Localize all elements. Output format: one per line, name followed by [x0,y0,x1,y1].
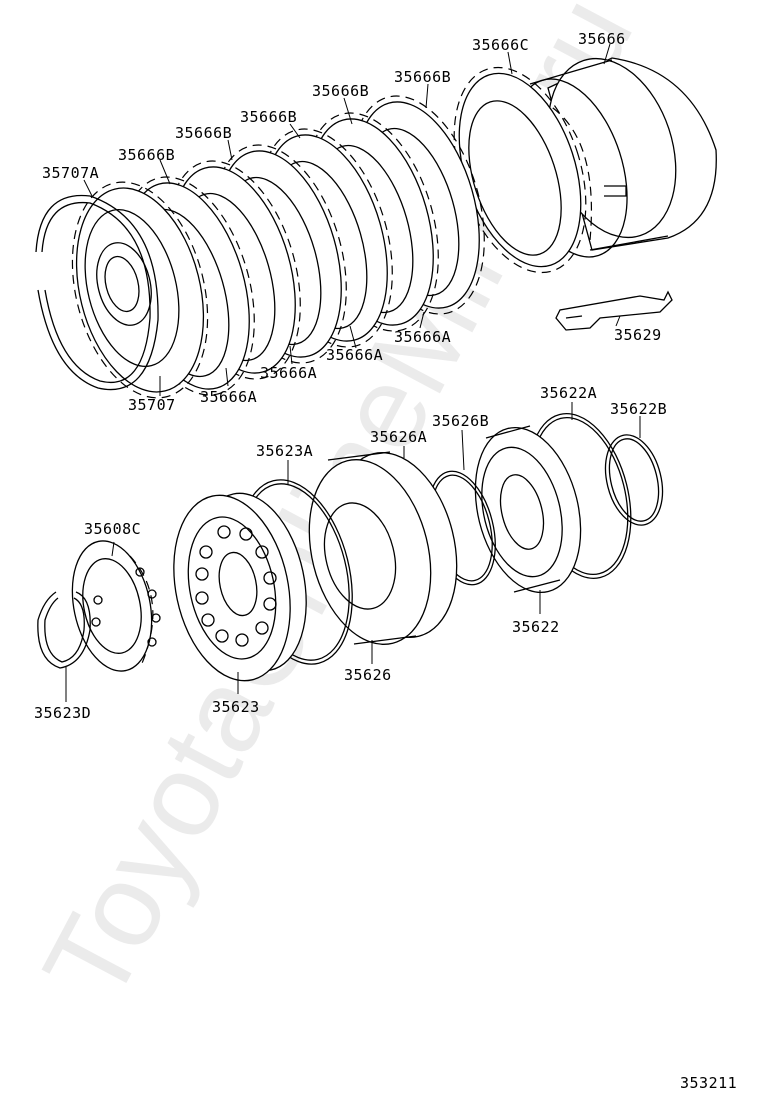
flange-plate-35666C[interactable] [430,51,610,290]
label-35666A-4[interactable]: 35666A [394,328,451,346]
label-35626A[interactable]: 35626A [370,428,427,446]
label-35623[interactable]: 35623 [212,698,260,716]
label-35626B[interactable]: 35626B [432,412,489,430]
label-35707A[interactable]: 35707A [42,164,99,182]
label-35707[interactable]: 35707 [128,396,176,414]
piston-35623[interactable] [158,483,322,691]
clutch-drum-35666[interactable] [492,42,717,272]
return-spring-35608C[interactable] [61,534,163,679]
label-35666B-5[interactable]: 35666B [394,68,451,86]
label-35666C[interactable]: 35666C [472,36,529,54]
label-35666A-1[interactable]: 35666A [200,388,257,406]
snap-ring-35623D[interactable] [37,591,91,669]
label-35666B-1[interactable]: 35666B [118,146,175,164]
label-35626[interactable]: 35626 [344,666,392,684]
snap-ring-35707A[interactable] [35,194,159,391]
label-35629[interactable]: 35629 [614,326,662,344]
leader-lines [65,43,641,702]
o-ring-35622B[interactable] [597,429,672,531]
piston-35622[interactable] [459,416,597,603]
clutch-hub[interactable] [51,168,228,412]
label-35608C[interactable]: 35608C [84,520,141,538]
label-35666A-2[interactable]: 35666A [260,364,317,382]
label-35666A-3[interactable]: 35666A [326,346,383,364]
label-35666B-3[interactable]: 35666B [240,108,297,126]
label-35666B-4[interactable]: 35666B [312,82,369,100]
label-35623A[interactable]: 35623A [256,442,313,460]
label-35623D[interactable]: 35623D [34,704,91,722]
label-35666[interactable]: 35666 [578,30,626,48]
label-35622A[interactable]: 35622A [540,384,597,402]
part-labels: 35666C 35666 35666B 35666B 35666B 35666B… [34,30,667,722]
spring-clip-35629[interactable] [555,290,673,331]
diagram-code: 353211 [680,1074,737,1092]
label-35622[interactable]: 35622 [512,618,560,636]
piston-35626[interactable] [291,440,475,657]
label-35622B[interactable]: 35622B [610,400,667,418]
label-35666B-2[interactable]: 35666B [175,124,232,142]
